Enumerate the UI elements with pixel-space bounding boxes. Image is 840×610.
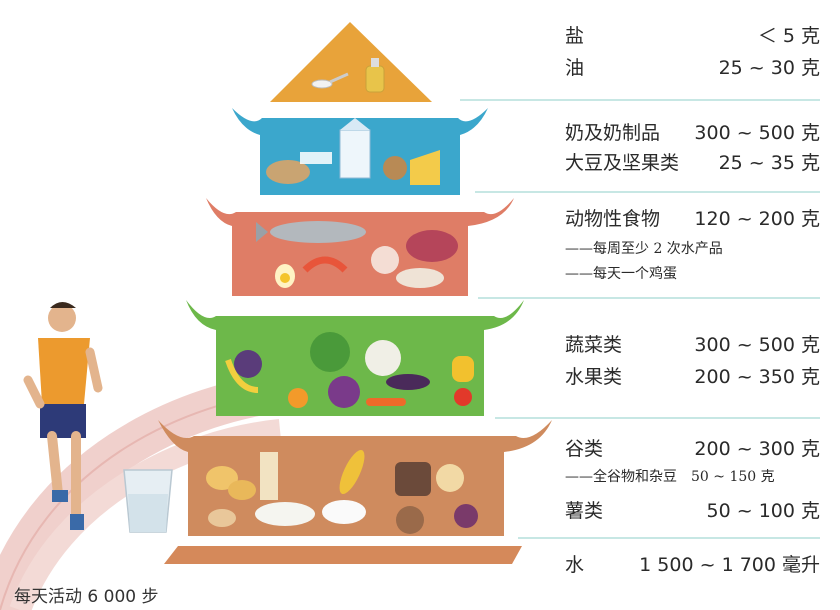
bread-icon: [395, 462, 464, 496]
activity-caption: 每天活动 6 000 步: [14, 587, 159, 607]
egg-icon: [275, 264, 295, 288]
milk-carton-icon: [339, 118, 371, 179]
runner-icon: [23, 302, 103, 530]
shrimp-icon: [302, 256, 348, 273]
oil-label: 油: [565, 57, 585, 79]
cabbage-icon: [310, 332, 350, 372]
tier-animal: [206, 198, 514, 296]
vegetables-amount: 300 ~ 500 克: [694, 334, 820, 356]
vegetables-label: 蔬菜类: [565, 334, 623, 356]
water-label: 水: [565, 554, 585, 576]
soy-nuts-amount: 25 ~ 35 克: [718, 152, 820, 174]
water-glass-icon: [123, 469, 173, 533]
animal-food-label: 动物性食物: [565, 208, 661, 230]
chicken-leg-icon: [396, 268, 444, 288]
eggplant-icon: [386, 374, 430, 390]
dairy-amount: 300 ~ 500 克: [694, 122, 820, 144]
pepper-icon: [452, 356, 474, 382]
animal-food-amount: 120 ~ 200 克: [694, 208, 820, 230]
potato-icon: [206, 466, 256, 527]
tier-dairy-soy: [232, 108, 488, 195]
salt-amount: ＜ 5 克: [757, 25, 820, 47]
banana-icon: [225, 358, 259, 393]
dairy-label: 奶及奶制品: [565, 122, 661, 144]
tier-veg-fruit: [186, 300, 524, 416]
grapes-icon: [234, 350, 262, 378]
oil-amount: 25 ~ 30 克: [718, 57, 820, 79]
tomato-icon: [454, 388, 472, 406]
soy-nuts-label: 大豆及坚果类: [565, 152, 680, 174]
salt-label: 盐: [565, 25, 585, 47]
fruits-label: 水果类: [565, 366, 623, 388]
meat-icon: [406, 230, 458, 262]
fruits-amount: 200 ~ 350 克: [694, 366, 820, 388]
grains-amount: 200 ~ 300 克: [694, 438, 820, 460]
tier-grains: [158, 420, 552, 536]
cauliflower-icon: [365, 340, 401, 376]
tubers-label: 薯类: [565, 500, 604, 522]
noodles-icon: [260, 452, 278, 500]
cheese-icon: [410, 150, 440, 185]
nuts-icon: [266, 156, 407, 184]
rice-bowl-icon: [322, 500, 366, 524]
dumpling-icon: [255, 502, 315, 526]
aquatic-note: ——每周至少 2 次水产品: [565, 241, 723, 257]
fish-icon: [256, 221, 366, 243]
tier-salt-oil: [270, 22, 432, 102]
salt-spoon-icon: [311, 72, 349, 89]
oil-bottle-icon: [365, 58, 385, 93]
grains-label: 谷类: [565, 438, 604, 460]
corn-icon: [339, 449, 365, 495]
tubers-amount: 50 ~ 100 克: [706, 500, 820, 522]
egg-note: ——每天一个鸡蛋: [565, 266, 677, 282]
tier-water-base: [164, 546, 522, 564]
whole-grain-note: ——全谷物和杂豆 50 ~ 150 克: [565, 469, 775, 485]
water-amount: 1 500 ~ 1 700 毫升: [639, 554, 820, 576]
